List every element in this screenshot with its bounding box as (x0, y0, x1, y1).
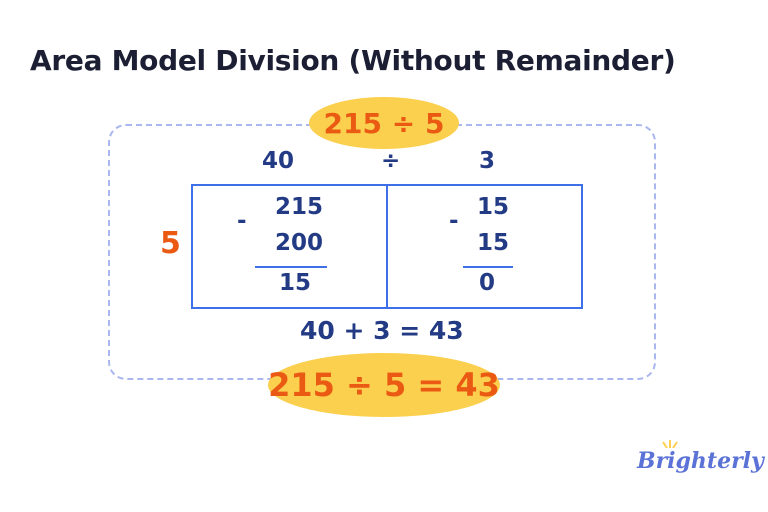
page-title: Area Model Division (Without Remainder) (30, 44, 676, 77)
area-model-box: - 215 200 15 - 15 15 0 (191, 184, 583, 309)
left-quotient: 40 (262, 148, 295, 174)
brand-logo: Brighterly (637, 448, 764, 474)
sun-icon (662, 440, 678, 448)
right-rule (463, 266, 513, 268)
left-difference: 15 (278, 270, 311, 296)
right-minuend: 15 (476, 194, 509, 220)
divisor-label: 5 (160, 226, 181, 261)
left-minuend: 215 (274, 194, 323, 220)
division-operator: ÷ (381, 148, 401, 174)
sum-equation: 40 + 3 = 43 (300, 316, 464, 345)
right-subtrahend: 15 (476, 230, 509, 256)
right-difference: 0 (478, 270, 495, 296)
left-rule (255, 266, 327, 268)
cell-divider (386, 186, 388, 307)
right-minus-sign: - (449, 208, 459, 234)
right-quotient: 3 (479, 148, 496, 174)
answer-badge: 215 ÷ 5 = 43 (268, 353, 500, 417)
left-minus-sign: - (237, 208, 247, 234)
problem-badge: 215 ÷ 5 (309, 97, 459, 149)
left-subtrahend: 200 (274, 230, 323, 256)
